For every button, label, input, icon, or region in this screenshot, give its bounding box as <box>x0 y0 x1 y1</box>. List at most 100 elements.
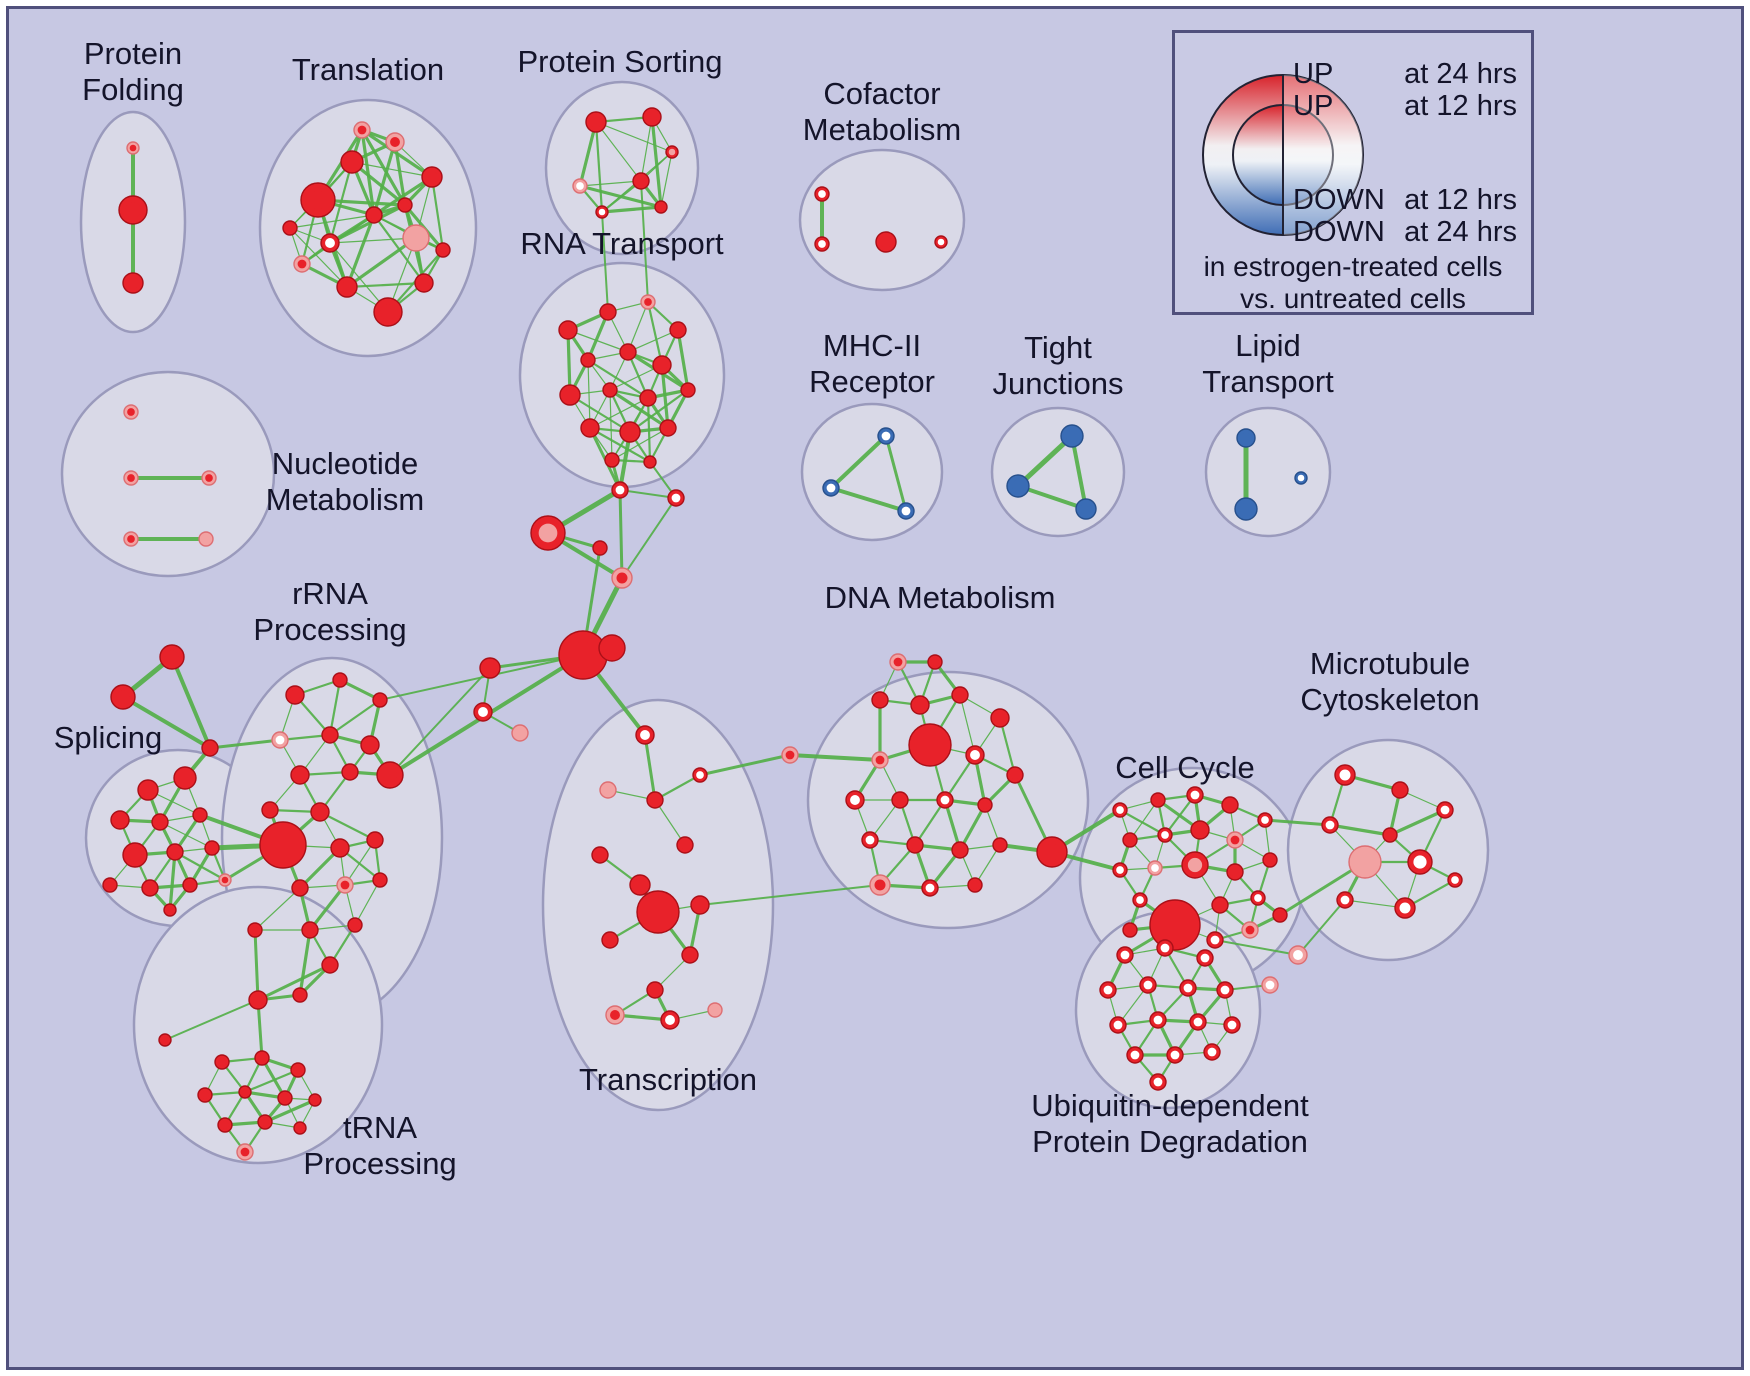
network-edge <box>589 397 649 429</box>
network-node-inner <box>1143 980 1153 990</box>
network-node-inner <box>1297 474 1305 482</box>
network-node-inner <box>1126 926 1134 934</box>
network-node-inner <box>218 1058 226 1066</box>
network-node-inner <box>357 125 367 135</box>
network-edge <box>208 738 282 750</box>
network-edge <box>698 753 792 777</box>
network-node-inner <box>1207 1047 1217 1057</box>
network-svg <box>60 80 1490 1165</box>
network-node-inner <box>127 277 139 289</box>
network-node-inner <box>955 690 965 700</box>
network-node-inner <box>161 1036 169 1044</box>
network-edge <box>328 678 342 737</box>
network-node-inner <box>1120 950 1130 960</box>
network-edge <box>628 388 690 434</box>
network-node-inner <box>296 1124 304 1132</box>
network-node-inner <box>610 1010 620 1020</box>
network-edge <box>168 850 177 912</box>
network-node-inner <box>265 805 275 815</box>
network-node-inner <box>1293 950 1303 960</box>
network-edge <box>588 426 652 464</box>
network-node-inner <box>971 881 979 889</box>
network-node-inner <box>196 811 204 819</box>
network-node-inner <box>640 730 650 740</box>
legend-row-up-24: UP at 24 hrs <box>1293 57 1517 91</box>
network-node-inner <box>981 801 989 809</box>
network-node-inner <box>818 190 826 198</box>
network-node-inner <box>650 985 660 995</box>
network-node-inner <box>325 238 335 248</box>
network-node-inner <box>297 259 307 269</box>
network-edge <box>788 753 882 762</box>
network-edge <box>1016 484 1088 511</box>
network-node-inner <box>1080 503 1092 515</box>
network-edge <box>601 211 609 313</box>
network-node-inner <box>584 356 592 364</box>
network-edge <box>974 844 1001 886</box>
network-node-inner <box>1227 1020 1237 1030</box>
network-edge <box>253 928 260 1002</box>
network-edge <box>650 115 663 209</box>
network-node-inner <box>596 544 604 552</box>
network-edge <box>676 328 690 392</box>
cluster-label-protein-folding: Protein Folding <box>82 36 184 107</box>
network-node-inner <box>673 325 683 335</box>
network-edge <box>263 1098 317 1124</box>
network-edge <box>318 810 377 842</box>
network-node-inner <box>129 144 137 152</box>
network-node-inner <box>940 795 950 805</box>
network-node-inner <box>295 883 305 893</box>
network-node-inner <box>915 700 925 710</box>
legend-time: at 24 hrs <box>1404 215 1517 248</box>
network-edge <box>1070 434 1088 511</box>
network-node-inner <box>515 728 525 738</box>
network-node-inner <box>657 360 667 370</box>
network-node-inner <box>484 662 496 674</box>
network-node-inner <box>315 807 325 817</box>
network-node-inner <box>205 474 213 482</box>
legend-direction: DOWN <box>1293 183 1385 216</box>
network-edge <box>654 799 686 846</box>
network-node-inner <box>376 696 384 704</box>
network-node-inner <box>426 171 438 183</box>
network-node-inner <box>538 523 558 543</box>
network-edge <box>579 180 642 187</box>
network-edge <box>640 180 649 303</box>
network-node-inner <box>563 325 573 335</box>
network-edge <box>354 879 381 926</box>
cluster-label-protein-sorting: Protein Sorting <box>517 44 723 79</box>
network-node-inner <box>603 307 613 317</box>
network-node-inner <box>646 900 670 924</box>
network-node-inner <box>1153 1015 1163 1025</box>
network-node-inner <box>623 347 633 357</box>
network-node-inner <box>901 506 911 516</box>
network-node-inner <box>155 817 165 827</box>
network-node-inner <box>286 224 294 232</box>
network-edge <box>567 329 629 353</box>
network-edge <box>1129 799 1159 841</box>
network-node-inner <box>595 850 605 860</box>
network-node-inner <box>1126 836 1134 844</box>
network-edge <box>566 328 572 397</box>
network-node-inner <box>290 690 300 700</box>
network-edge <box>595 121 673 153</box>
network-node-inner <box>615 485 625 495</box>
network-edge <box>611 427 669 461</box>
legend: UP at 24 hrs UP at 12 hrs DOWN at 12 hrs… <box>1172 30 1534 315</box>
cluster-label-trna-processing: tRNA Processing <box>303 1110 457 1181</box>
network-node-inner <box>1113 1020 1123 1030</box>
network-node-inner <box>590 116 602 128</box>
legend-time: at 12 hrs <box>1404 89 1517 122</box>
network-node-inner <box>1276 911 1284 919</box>
network-node-inner <box>106 881 114 889</box>
network-node-inner <box>295 770 305 780</box>
network-node-inner <box>261 1118 269 1126</box>
network-node-inner <box>1451 876 1459 884</box>
legend-row-down-12: DOWN at 12 hrs <box>1293 183 1517 217</box>
network-node-inner <box>439 246 447 254</box>
network-node-inner <box>128 848 142 862</box>
network-node-inner <box>1183 983 1193 993</box>
network-node-inner <box>142 784 154 796</box>
network-node-inner <box>1151 864 1159 872</box>
network-node-inner <box>875 695 885 705</box>
